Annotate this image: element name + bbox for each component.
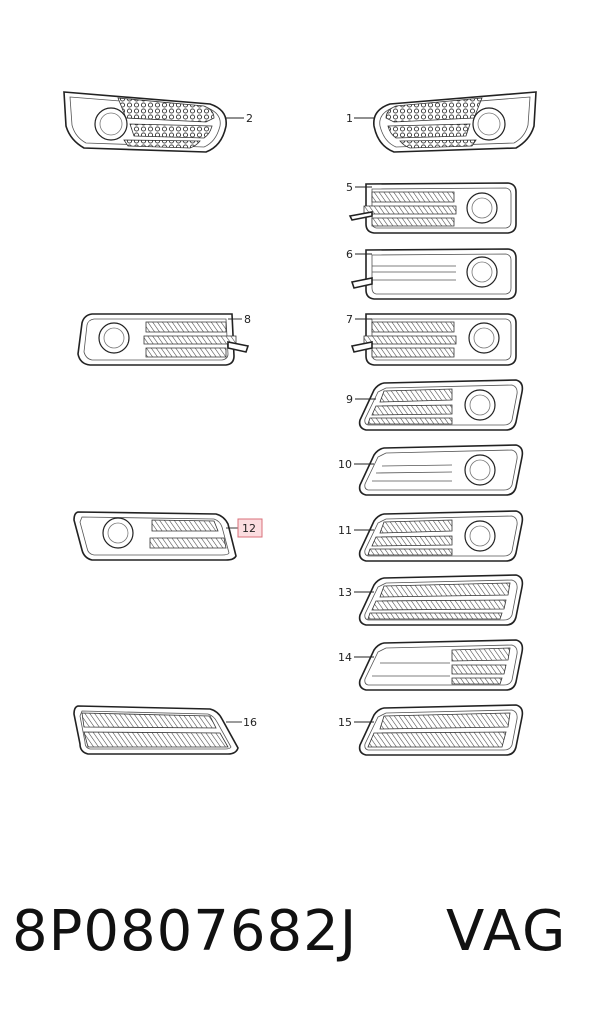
callout-label: 12 <box>242 522 256 535</box>
callout-16[interactable]: 16 <box>226 716 257 729</box>
part-number: 8P0807682J <box>12 899 358 964</box>
footer: 8P0807682J VAG <box>0 892 600 972</box>
callout-label: 8 <box>244 313 251 326</box>
callout-11[interactable]: 11 <box>338 524 374 537</box>
callout-label: 14 <box>338 651 352 664</box>
callout-label: 10 <box>338 458 352 471</box>
callout-highlight <box>237 518 263 538</box>
grille-part-2[interactable] <box>63 91 227 153</box>
grille-part-9[interactable] <box>358 379 524 431</box>
brand-label: VAG <box>446 899 568 964</box>
callout-1[interactable]: 1 <box>346 112 374 125</box>
callout-13[interactable]: 13 <box>338 586 374 599</box>
callout-7[interactable]: 7 <box>346 313 372 326</box>
grille-part-15[interactable] <box>358 704 524 756</box>
callout-label: 11 <box>338 524 352 537</box>
parts-diagram: 2 1 5 6 7 8 9 10 11 12 13 14 <box>63 91 537 756</box>
grille-part-14[interactable] <box>358 639 524 691</box>
callout-label: 13 <box>338 586 352 599</box>
grille-part-1[interactable] <box>373 91 537 153</box>
callout-label: 5 <box>346 181 353 194</box>
callout-label: 1 <box>346 112 353 125</box>
callout-label: 15 <box>338 716 352 729</box>
callout-label: 2 <box>246 112 253 125</box>
grille-part-11[interactable] <box>358 510 524 562</box>
grille-part-12[interactable] <box>73 511 237 561</box>
callout-5[interactable]: 5 <box>346 181 372 194</box>
grille-part-6[interactable] <box>350 248 517 300</box>
callout-12[interactable]: 12 <box>226 518 263 538</box>
grille-part-16[interactable] <box>73 705 239 755</box>
grille-part-13[interactable] <box>358 574 524 626</box>
callout-10[interactable]: 10 <box>338 458 374 471</box>
callout-6[interactable]: 6 <box>346 248 372 261</box>
grille-part-5[interactable] <box>348 182 517 234</box>
callout-label: 6 <box>346 248 353 261</box>
callout-label: 16 <box>243 716 257 729</box>
callout-label: 9 <box>346 393 353 406</box>
callout-8[interactable]: 8 <box>228 313 251 326</box>
callout-2[interactable]: 2 <box>226 112 253 125</box>
grille-part-10[interactable] <box>358 444 524 496</box>
callout-15[interactable]: 15 <box>338 716 374 729</box>
grille-part-7[interactable] <box>350 313 517 366</box>
callout-label: 7 <box>346 313 353 326</box>
callout-14[interactable]: 14 <box>338 651 374 664</box>
grille-part-8[interactable] <box>77 313 250 366</box>
callout-9[interactable]: 9 <box>346 393 376 406</box>
